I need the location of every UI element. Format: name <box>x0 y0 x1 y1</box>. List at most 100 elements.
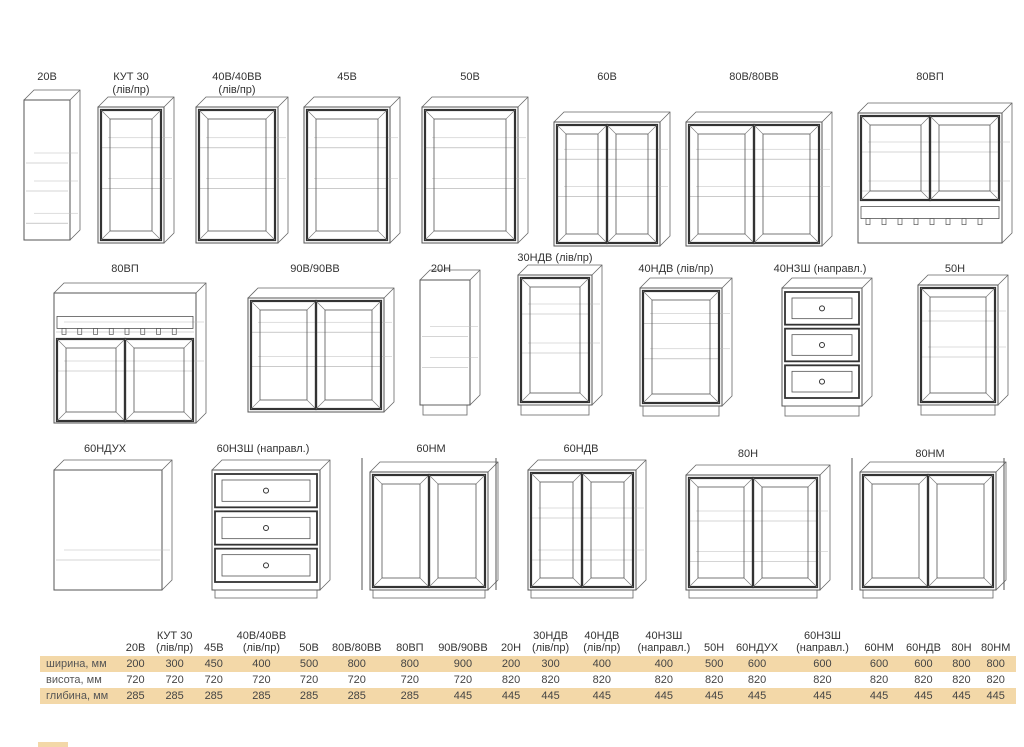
spec-cell: 720 <box>122 672 149 688</box>
spec-cell: 285 <box>200 688 228 704</box>
cabinet-label-cabinet-40ndv: 40НДВ (лів/пр) <box>638 263 713 275</box>
spec-cell: 600 <box>728 656 787 672</box>
spec-corner <box>40 618 122 656</box>
cabinet-label-cabinet-40v: 40В/40ВВ <box>212 71 262 83</box>
spec-column-header: 90В/90ВВ <box>438 642 488 654</box>
spec-cell: 820 <box>947 672 976 688</box>
cabinet-label-cabinet-50n: 50Н <box>945 263 965 275</box>
spec-column-header: 40НЗШ(направл.) <box>637 630 691 654</box>
cabinet-label-cabinet-60nzsh: 60НЗШ (направл.) <box>217 443 310 455</box>
spec-cell: 820 <box>858 672 900 688</box>
cabinet-40v <box>195 96 289 244</box>
spec-cell: 720 <box>227 672 296 688</box>
spec-column-header: 60НЗШ(направл.) <box>796 630 849 654</box>
spec-cell: 600 <box>899 656 948 672</box>
spec-column-header: 20В <box>125 642 146 654</box>
cabinet-label-cabinet-45v: 45В <box>337 71 357 83</box>
cabinet-60v <box>553 111 671 247</box>
cabinet-label-cabinet-80v: 80В/80ВВ <box>729 71 779 83</box>
cabinet-label-cabinet-20n: 20Н <box>431 263 451 275</box>
spec-cell: 820 <box>728 672 787 688</box>
spec-cell: 400 <box>227 656 296 672</box>
spec-cell: 720 <box>149 672 201 688</box>
spec-column-header: 80В/80ВВ <box>331 642 382 654</box>
spec-column-header: 60НМ <box>864 642 894 654</box>
cabinet-label-cabinet-60nduh: 60НДУХ <box>84 443 127 455</box>
cabinet-60nduh <box>53 459 173 591</box>
spec-cell: 285 <box>122 688 149 704</box>
spec-cell: 720 <box>200 672 228 688</box>
spec-column-header: 40В/40ВВ(лів/пр) <box>236 630 287 654</box>
spec-column-header: КУТ 30(лів/пр) <box>156 630 194 654</box>
cabinet-label-cabinet-50v: 50В <box>460 71 480 83</box>
spec-cell: 720 <box>390 672 429 688</box>
spec-cell: 300 <box>149 656 201 672</box>
spec-cell: 445 <box>899 688 948 704</box>
spec-cell: 800 <box>322 656 391 672</box>
spec-column-header: 80Н <box>951 642 972 654</box>
spec-cell: 600 <box>858 656 900 672</box>
spec-column-header: 50Н <box>704 642 725 654</box>
spec-column-header: 20Н <box>500 642 522 654</box>
cabinet-45v <box>303 96 401 244</box>
spec-cell: 400 <box>576 656 628 672</box>
spec-cell: 820 <box>700 672 729 688</box>
spec-cell: 500 <box>700 656 729 672</box>
cabinet-label-cabinet-60ndv: 60НДВ <box>564 443 599 455</box>
cabinet-label-cabinet-40nzsh: 40НЗШ (направл.) <box>774 263 867 275</box>
cabinet-60nm <box>361 458 499 599</box>
spec-cell: 200 <box>497 656 525 672</box>
spec-cell: 285 <box>149 688 201 704</box>
spec-cell: 500 <box>295 656 323 672</box>
spec-cell: 445 <box>728 688 787 704</box>
spec-cell: 820 <box>786 672 859 688</box>
cabinet-50v <box>421 96 529 244</box>
spec-cell: 800 <box>390 656 429 672</box>
spec-cell: 445 <box>428 688 498 704</box>
spec-cell: 285 <box>322 688 391 704</box>
spec-cell: 820 <box>899 672 948 688</box>
spec-cell: 285 <box>295 688 323 704</box>
spec-cell: 445 <box>497 688 525 704</box>
spec-column-header: 30НДВ(лів/пр) <box>531 630 570 654</box>
spec-cell: 445 <box>627 688 701 704</box>
spec-column-header: 50В <box>299 642 319 654</box>
spec-cell: 820 <box>576 672 628 688</box>
spec-column-header: 40НДВ(лів/пр) <box>583 630 621 654</box>
cabinet-50n <box>917 274 1009 416</box>
spec-row-label: глибина, мм <box>40 688 122 704</box>
spec-cell: 445 <box>947 688 976 704</box>
cabinet-60ndv <box>527 459 647 599</box>
cabinet-label-cabinet-60nm: 60НМ <box>416 443 445 455</box>
spec-cell: 445 <box>700 688 729 704</box>
spec-cell: 720 <box>322 672 391 688</box>
cabinet-40nzsh <box>781 277 873 417</box>
cabinet-30ndv <box>517 264 603 416</box>
spec-cell: 445 <box>975 688 1016 704</box>
cabinet-40ndv <box>639 277 733 417</box>
spec-cell: 285 <box>390 688 429 704</box>
cabinet-label-cabinet-kut30: КУТ 30 <box>113 71 149 83</box>
cabinet-label-cabinet-30ndv: 30НДВ (лів/пр) <box>517 252 592 264</box>
spec-cell: 820 <box>497 672 525 688</box>
cabinet-label-cabinet-60v: 60В <box>597 71 617 83</box>
spec-column-header: 60НДУХ <box>736 642 779 654</box>
spec-cell: 200 <box>122 656 149 672</box>
spec-column-header: 60НДВ <box>905 642 941 654</box>
spec-cell: 800 <box>975 656 1016 672</box>
cabinet-20v <box>23 89 81 241</box>
spec-cell: 445 <box>858 688 900 704</box>
spec-cell: 720 <box>295 672 323 688</box>
spec-cell: 820 <box>975 672 1016 688</box>
spec-cell: 820 <box>524 672 577 688</box>
spec-cell: 600 <box>786 656 859 672</box>
cabinet-sublabel-cabinet-40v: (лів/пр) <box>218 84 255 96</box>
cabinet-label-cabinet-80vp-2: 80ВП <box>111 263 139 275</box>
spec-cell: 445 <box>786 688 859 704</box>
spec-column-header: 80ВП <box>396 642 424 654</box>
